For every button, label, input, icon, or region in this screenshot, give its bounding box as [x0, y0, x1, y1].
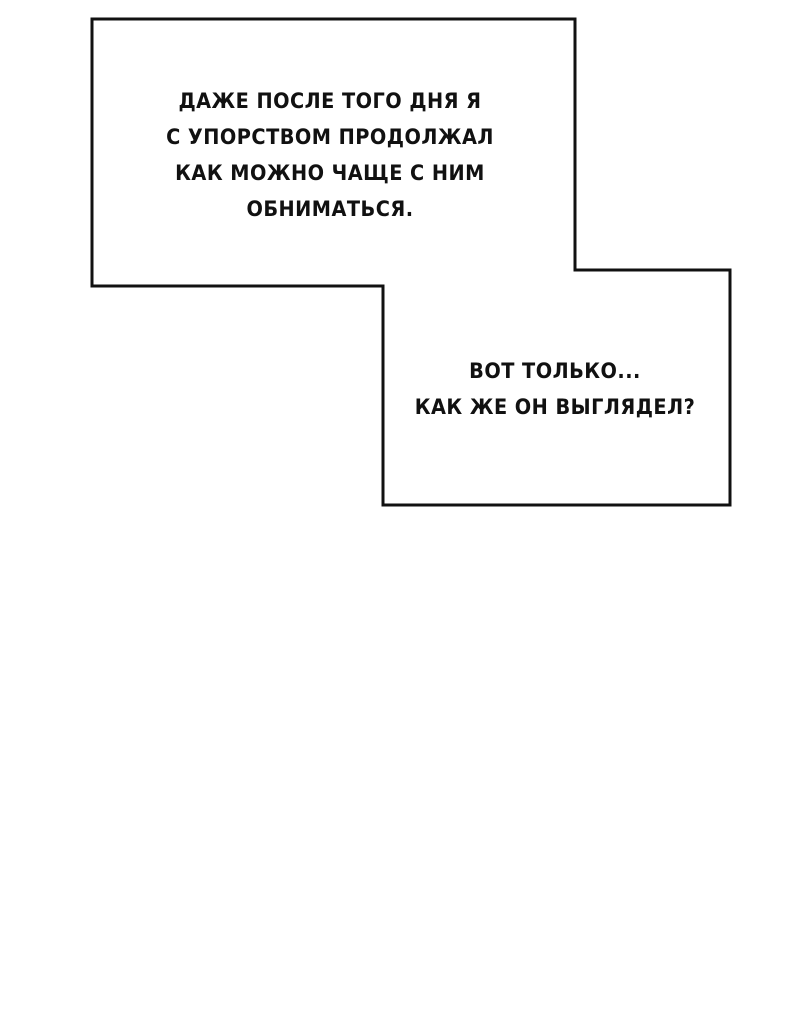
caption-1-line-3: КАК МОЖНО ЧАЩЕ С НИМ — [175, 161, 485, 185]
caption-text-2: ВОТ ТОЛЬКО... КАК ЖЕ ОН ВЫГЛЯДЕЛ? — [399, 353, 712, 425]
caption-2-line-1: ВОТ ТОЛЬКО... — [469, 359, 641, 383]
caption-1-line-2: С УПОРСТВОМ ПРОДОЛЖАЛ — [166, 125, 494, 149]
caption-1-line-4: ОБНИМАТЬСЯ. — [246, 197, 414, 221]
caption-text-1: ДАЖЕ ПОСЛЕ ТОГО ДНЯ Я С УПОРСТВОМ ПРОДОЛ… — [146, 83, 514, 227]
caption-2-line-2: КАК ЖЕ ОН ВЫГЛЯДЕЛ? — [414, 395, 696, 419]
caption-box-shape — [90, 17, 732, 507]
caption-1-line-1: ДАЖЕ ПОСЛЕ ТОГО ДНЯ Я — [178, 89, 482, 113]
